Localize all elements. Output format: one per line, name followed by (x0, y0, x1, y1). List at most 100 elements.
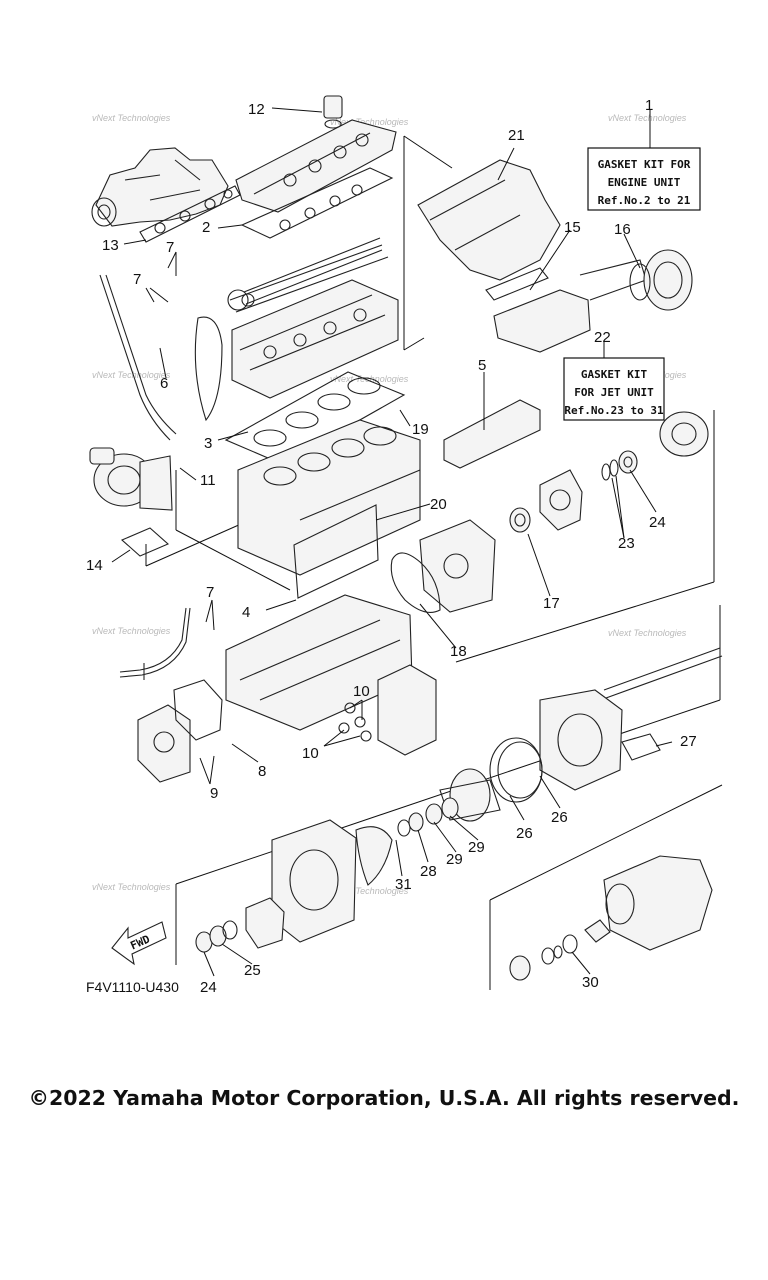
assembly-frame-lines (143, 135, 723, 990)
callout-4: 4 (242, 604, 250, 621)
callout-7-top: 7 (166, 239, 174, 256)
cylinder-head-cover (235, 119, 397, 213)
camshafts (227, 237, 389, 313)
callout-26-left: 26 (516, 825, 533, 842)
gasket-16 (629, 263, 651, 301)
bearings-28-29 (397, 797, 459, 837)
watermark: vNext Technologies (92, 113, 171, 123)
watermark: vNext Technologies (330, 886, 409, 896)
kit-engine-line3: Ref.No.2 to 21 (598, 194, 691, 207)
callout-6: 6 (160, 375, 168, 392)
callout-7-mid: 7 (133, 271, 141, 288)
intake-manifold (417, 159, 561, 281)
drive-shaft (603, 647, 723, 699)
gasket-18 (390, 552, 441, 613)
copyright-notice: ©2022 Yamaha Motor Corporation, U.S.A. A… (28, 1086, 740, 1110)
fwd-arrow: FWD (111, 921, 167, 966)
kit-engine-line2: ENGINE UNIT (608, 176, 681, 189)
dipstick-tube (99, 274, 177, 441)
fwd-label: FWD (128, 932, 152, 952)
starter-clutch (539, 469, 583, 531)
kit-jet-line1: GASKET KIT (581, 368, 648, 381)
gasket-kit-jet-box: GASKET KIT FOR JET UNIT Ref.No.23 to 31 (563, 357, 665, 421)
timing-chain (194, 316, 223, 422)
callout-30: 30 (582, 974, 599, 991)
o-rings-10 (338, 702, 372, 742)
oil-pump-housing (419, 519, 496, 613)
callout-13: 13 (102, 237, 119, 254)
jet-small-parts (509, 919, 611, 981)
callout-23: 23 (618, 535, 635, 552)
bearing-housing (245, 897, 285, 949)
watermark: vNext Technologies (92, 882, 171, 892)
callout-22: 22 (594, 329, 611, 346)
callout-7-lower: 7 (206, 584, 214, 601)
cylinder-head (231, 279, 399, 399)
callout-15: 15 (564, 219, 581, 236)
callout-3: 3 (204, 435, 212, 452)
nozzle-assembly (603, 855, 713, 951)
leader-lines (111, 107, 673, 977)
cylinder-head-gasket (224, 371, 406, 465)
oil-cooler-housing (493, 259, 647, 353)
oil-seal-24-upper (618, 450, 638, 474)
liner-rings-26 (489, 737, 543, 803)
callout-12: 12 (248, 101, 265, 118)
watermark: vNext Technologies (330, 374, 409, 384)
callout-20: 20 (430, 496, 447, 513)
callout-11: 11 (200, 472, 216, 489)
callout-29-left: 29 (446, 851, 463, 868)
drive-coupling (659, 411, 709, 457)
gasket-8 (173, 679, 223, 741)
oil-hose-7 (119, 607, 191, 678)
generator-cover (377, 664, 437, 756)
callout-2: 2 (202, 219, 210, 236)
callout-19: 19 (412, 421, 429, 438)
jet-pump-housing (539, 689, 623, 791)
kit-jet-line3: Ref.No.23 to 31 (564, 404, 664, 417)
crankcase (225, 594, 413, 731)
callout-1: 1 (645, 97, 653, 114)
impeller-31 (355, 826, 393, 886)
water-pump-cover (137, 704, 191, 783)
callout-21: 21 (508, 127, 525, 144)
callout-numbers: 1 2 3 4 5 6 7 7 7 8 9 10 10 11 12 13 14 … (86, 97, 697, 996)
callout-16: 16 (614, 221, 631, 238)
callout-28: 28 (420, 863, 437, 880)
intake-gasket (485, 267, 549, 301)
exhaust-manifold (91, 147, 229, 227)
watermark: vNext Technologies (330, 117, 409, 127)
callout-31: 31 (395, 876, 412, 893)
callout-14: 14 (86, 557, 103, 574)
callout-26-right: 26 (551, 809, 568, 826)
callout-18: 18 (450, 643, 467, 660)
diagram-code: F4V1110-U430 (86, 979, 179, 995)
callout-10-lower: 10 (302, 745, 319, 762)
callout-29-right: 29 (468, 839, 485, 856)
kit-engine-line1: GASKET KIT FOR (598, 158, 691, 171)
o-rings-23 (601, 459, 619, 481)
callout-5: 5 (478, 357, 486, 374)
o-ring-30 (562, 934, 578, 954)
oil-seals-24-25 (195, 920, 238, 953)
kit-jet-line2: FOR JET UNIT (574, 386, 654, 399)
turbo-gasket (120, 527, 170, 557)
oil-filler-cap (323, 95, 343, 129)
callout-9: 9 (210, 785, 218, 802)
callout-8: 8 (258, 763, 266, 780)
watermark: vNext Technologies (608, 113, 687, 123)
callout-25: 25 (244, 962, 261, 979)
oil-seal-17 (509, 507, 531, 533)
callout-10-upper: 10 (353, 683, 370, 700)
turbocharger (89, 447, 173, 511)
block-side-gasket (293, 504, 379, 599)
head-cover-gasket (240, 167, 394, 239)
intake-duct (271, 819, 357, 943)
crankcase-cover (443, 399, 541, 469)
callout-24-upper: 24 (649, 514, 666, 531)
throttle-body (643, 249, 693, 311)
watermark: vNext Technologies (92, 370, 171, 380)
gasket-27 (621, 733, 661, 761)
callout-27: 27 (680, 733, 697, 750)
